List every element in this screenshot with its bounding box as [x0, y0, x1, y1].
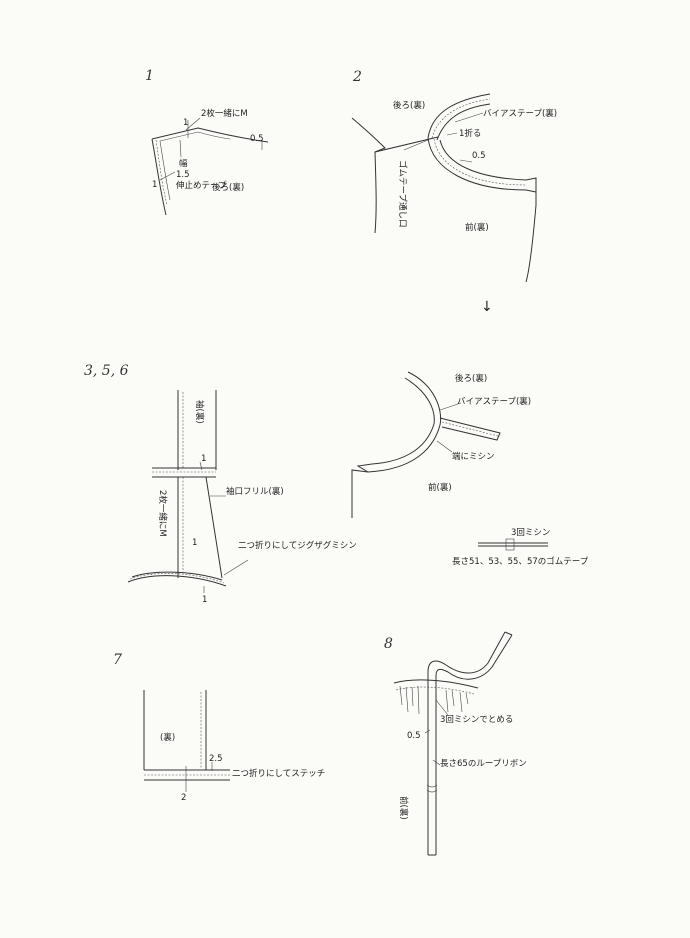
- bias-tape-outer-top: [427, 93, 491, 139]
- stay-tape-edge: [159, 140, 171, 201]
- label-edge-stitch: 端にミシン: [452, 451, 495, 462]
- label-3stitch: 3回ミシン: [511, 528, 550, 538]
- leader-lines: [403, 112, 484, 163]
- label-25: 2.5: [209, 754, 223, 764]
- label-back: 後ろ(裏): [212, 182, 244, 193]
- seam-band: [152, 467, 216, 478]
- leader-lines: [199, 461, 249, 593]
- frill-hem-outer: [127, 575, 227, 587]
- step-number-2: 2: [352, 69, 362, 85]
- shoulder-seam: [374, 136, 439, 153]
- label-together: 2枚一緒にM: [201, 108, 248, 119]
- loop-ribbon-inner: [435, 634, 513, 855]
- sleeve-outline: [177, 390, 217, 470]
- front-piece-edge: [525, 178, 537, 283]
- hem-band: [144, 769, 230, 781]
- label-width: 幅: [179, 158, 188, 169]
- leader-lines: [436, 402, 462, 453]
- label-bias: バイアステープ(裏): [483, 108, 557, 119]
- armhole-curve: [151, 138, 167, 216]
- label-bias-2: バイアステープ(裏): [457, 396, 531, 407]
- step-3-5-6: 3, 5, 6 袖(裏) 1 2枚一緒にM 袖口フリル(裏) 1 二つ折りにして…: [84, 363, 357, 605]
- bias-tape-stitch: [433, 138, 527, 186]
- label-fold: 1折る: [459, 128, 481, 139]
- label-1-bottom: 1: [202, 595, 207, 605]
- back-neckline: [407, 371, 442, 426]
- label-2: 2: [181, 793, 186, 803]
- step-7: 7 (裏) 2.5 二つ折りにしてステッチ 2: [113, 652, 325, 803]
- label-front: 前(裏): [465, 222, 489, 233]
- gathers: [399, 685, 469, 715]
- label-back: 後ろ(裏): [393, 100, 425, 111]
- leader-lines: [424, 699, 449, 766]
- bias-tape-inner-top: [436, 103, 491, 141]
- label-3stitch-1: 3回ミシンでとめる: [440, 715, 513, 725]
- loop-ribbon-outer: [427, 631, 506, 855]
- label-05: 0.5: [472, 151, 486, 161]
- label-elastic-opening: ゴムテープ通し口: [397, 160, 408, 228]
- elastic-tape: [478, 542, 548, 547]
- neckline: [393, 679, 479, 689]
- stitch-overlap: [505, 538, 515, 551]
- label-back: (裏): [160, 732, 175, 743]
- stitch-line: [155, 139, 168, 206]
- label-elastic: 長さ51、53、55、57のゴムテープ: [452, 556, 589, 567]
- label-back-2: 後ろ(裏): [455, 373, 487, 384]
- frill-hem-inner: [131, 571, 223, 581]
- shoulder-line: [151, 127, 269, 143]
- frill-outline: [177, 476, 223, 579]
- step-number-3-5-6: 3, 5, 6: [84, 363, 129, 379]
- step-number-8: 8: [384, 636, 393, 652]
- label-stitch: 二つ折りにしてステッチ: [232, 768, 325, 779]
- label-1b: 1: [152, 180, 157, 190]
- label-1-mid: 1: [192, 538, 197, 548]
- step-2-result: 後ろ(裏) バイアステープ(裏) 端にミシン 前(裏) 3回ミシン 長さ51、5…: [351, 371, 589, 567]
- front-edge: [351, 469, 369, 518]
- seam-line: [159, 131, 231, 142]
- label-front-2: 前(裏): [428, 482, 452, 493]
- step-number-1: 1: [145, 68, 154, 84]
- label-1a: 1: [183, 118, 188, 128]
- step-1: 1 2枚一緒にM 1 0.5 幅 1.5 伸止めテープ 1 後ろ(裏): [145, 68, 269, 216]
- label-05: 0.5: [250, 134, 264, 144]
- label-ribbon: 長さ65のループリボン: [440, 759, 527, 769]
- label-sleeve: 袖(裏): [194, 400, 205, 424]
- leader-lines: [185, 762, 213, 792]
- label-tape: 伸止めテープ: [176, 180, 227, 191]
- bias-curve-lower-inner: [371, 423, 435, 465]
- step-8: 8 3回ミシンでとめる 0.5 長さ65のループリボン 前(裏): [384, 631, 527, 856]
- step-number-7: 7: [113, 652, 122, 668]
- shoulder-tape: [439, 417, 501, 441]
- bias-tape-outer: [427, 137, 527, 191]
- back-piece-outline: [351, 117, 386, 234]
- label-zigzag: 二つ折りにしてジグザグミシン: [238, 540, 357, 551]
- leader-lines: [159, 117, 201, 181]
- label-1-top: 1: [201, 454, 206, 464]
- label-together: 2枚一緒にM: [157, 490, 168, 537]
- label-frill: 袖口フリル(裏): [226, 486, 284, 497]
- bias-tape-inner: [439, 139, 527, 181]
- label-15: 1.5: [176, 170, 190, 180]
- ribbon-break: [426, 784, 438, 793]
- bias-curve-lower-outer: [367, 424, 441, 473]
- label-front: 前(裏): [398, 796, 409, 820]
- label-05: 0.5: [407, 731, 421, 741]
- down-arrow-icon: ↓: [481, 299, 493, 315]
- sleeve-outline: [143, 690, 207, 770]
- step-2: 2 後ろ(裏) バイアステープ(裏) 1折る 0.5 ゴムテープ通し口 前(裏): [351, 69, 557, 283]
